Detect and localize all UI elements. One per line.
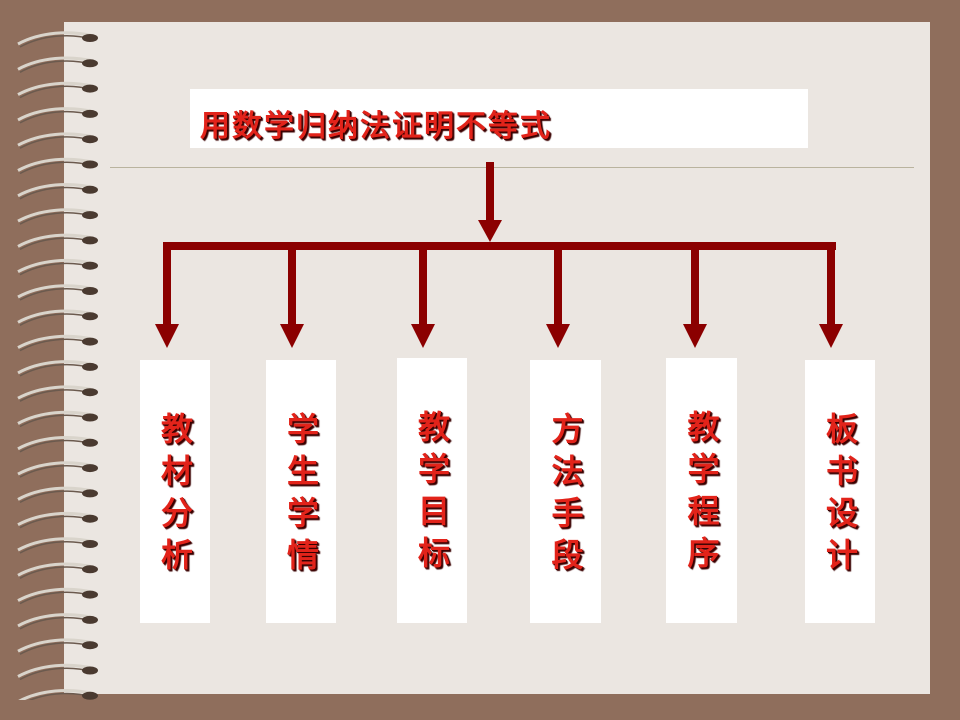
spiral-ring — [17, 410, 98, 428]
category-box: 板书设计 — [805, 360, 875, 623]
branch-line — [288, 246, 296, 326]
spiral-ring — [17, 208, 98, 225]
category-box: 方法手段 — [530, 360, 601, 623]
spiral-ring — [17, 638, 98, 655]
spiral-ring — [17, 537, 98, 554]
category-box: 教材分析 — [140, 360, 210, 623]
category-label: 学生学情 — [282, 412, 320, 580]
spiral-ring — [17, 31, 98, 48]
title-box — [190, 89, 808, 148]
spiral-ring — [17, 562, 98, 579]
spiral-ring — [17, 107, 98, 124]
trunk-arrowhead — [478, 220, 502, 242]
down-arrow-icon — [546, 324, 570, 348]
down-arrow-icon — [819, 324, 843, 348]
spiral-ring — [17, 663, 98, 681]
category-label: 方法手段 — [546, 412, 585, 580]
spiral-ring — [17, 587, 98, 605]
category-box: 学生学情 — [266, 360, 336, 623]
branch-line — [163, 246, 171, 326]
page-rule-line — [110, 167, 914, 168]
category-label: 板书设计 — [821, 412, 859, 580]
spiral-ring — [17, 183, 98, 200]
category-label: 教学目标 — [413, 410, 451, 578]
down-arrow-icon — [155, 324, 179, 348]
down-arrow-icon — [411, 324, 435, 348]
spiral-binding-icon — [17, 31, 98, 700]
category-label: 教材分析 — [156, 412, 194, 580]
spiral-ring — [17, 385, 98, 402]
down-arrow-icon — [683, 324, 707, 348]
spiral-ring — [17, 334, 98, 352]
spiral-ring — [17, 613, 98, 630]
spiral-ring — [17, 81, 98, 99]
spiral-ring — [17, 233, 98, 251]
spiral-ring — [17, 436, 98, 453]
down-arrow-icon — [280, 324, 304, 348]
diagram-title: 用数学归纳法证明不等式 — [200, 109, 552, 144]
spiral-ring — [17, 486, 98, 504]
branch-line — [691, 246, 699, 326]
spiral-ring — [17, 511, 98, 529]
category-label: 教学程序 — [682, 410, 721, 578]
connector-lines — [163, 162, 836, 250]
spiral-ring — [17, 56, 98, 73]
horizontal-bar — [163, 242, 836, 250]
spiral-ring — [18, 689, 98, 700]
spiral-ring — [17, 309, 98, 326]
branch-line — [827, 246, 835, 326]
spiral-ring — [17, 258, 98, 276]
category-box: 教学程序 — [666, 358, 737, 623]
spiral-ring — [17, 461, 98, 478]
spiral-ring — [17, 284, 98, 301]
category-box: 教学目标 — [397, 358, 467, 623]
branch-line — [419, 246, 427, 326]
spiral-ring — [17, 360, 98, 377]
spiral-ring — [17, 132, 98, 149]
trunk-line — [486, 162, 494, 224]
branch-line — [554, 246, 562, 326]
spiral-ring — [17, 157, 98, 175]
